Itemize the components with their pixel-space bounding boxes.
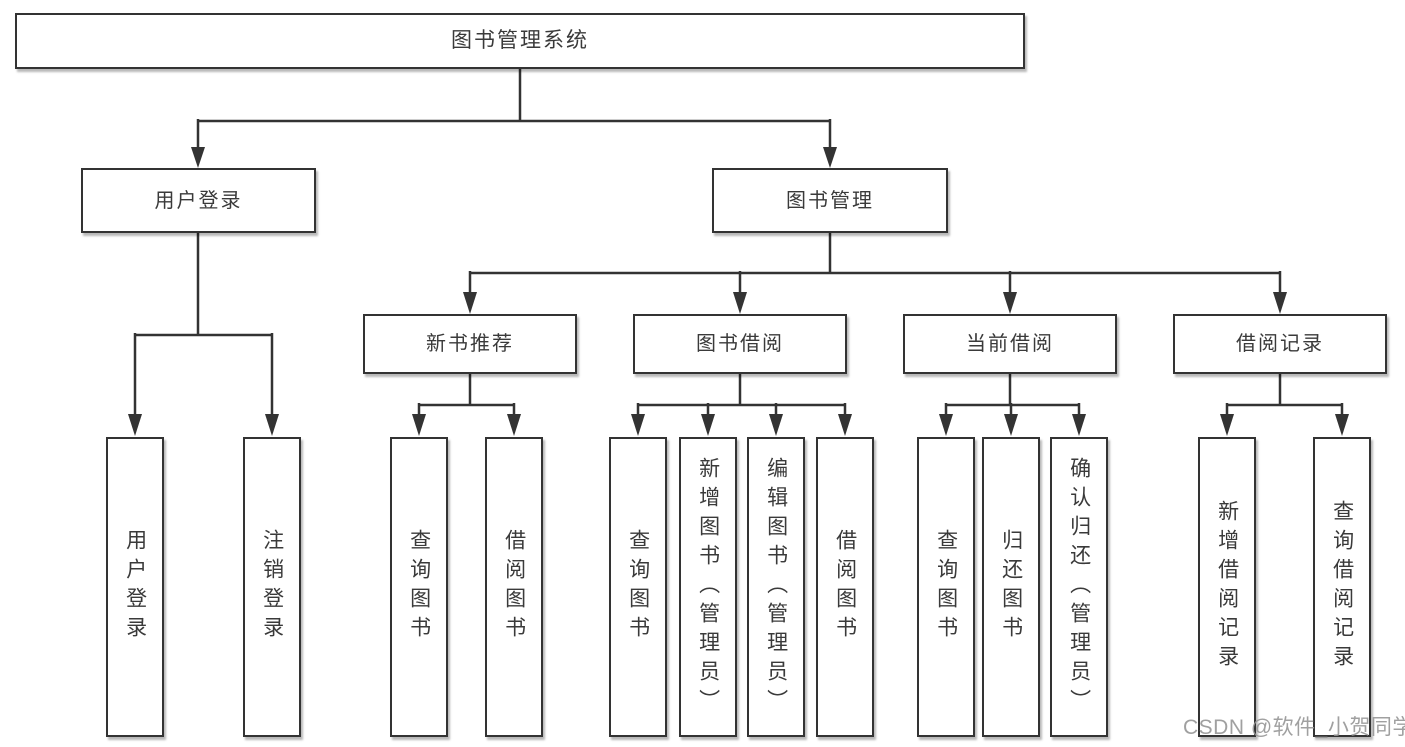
connector-line [1225, 374, 1344, 417]
connector-current-borrowing-to-leaves [939, 374, 1086, 436]
arrowhead-cb-confirm [1072, 414, 1086, 436]
connector-book-management-to-level3 [463, 233, 1287, 314]
arrowhead-book-management [823, 147, 837, 168]
leaf-br-add-borrow-record: 新增借阅记录 [1198, 437, 1256, 737]
leaf-nbr-borrow-books: 借阅图书 [485, 437, 543, 737]
connector-line [468, 233, 1282, 295]
connector-line [196, 69, 832, 149]
connector-line [636, 374, 847, 417]
node-new-book-recommend: 新书推荐 [363, 314, 577, 374]
connector-book-borrowing-to-leaves [631, 374, 852, 436]
leaf-bb-borrow-books: 借阅图书 [816, 437, 874, 737]
leaf-bb-edit-books-admin: 编辑图书（管理员） [747, 437, 805, 737]
arrowhead-cb-query [939, 414, 953, 436]
node-borrow-records: 借阅记录 [1173, 314, 1387, 374]
leaf-nbr-query-books: 查询图书 [390, 437, 448, 737]
arrowhead-nbr-query [412, 414, 426, 436]
arrowhead-new-book-recommend [463, 292, 477, 314]
leaf-cb-confirm-return-admin: 确认归还（管理员） [1050, 437, 1108, 737]
arrowhead-nbr-borrow [507, 414, 521, 436]
arrowhead-br-query [1335, 414, 1349, 436]
node-current-borrowing: 当前借阅 [903, 314, 1117, 374]
node-book-borrowing: 图书借阅 [633, 314, 847, 374]
leaf-bb-query-books: 查询图书 [609, 437, 667, 737]
arrowhead-leaf-user-login [128, 414, 142, 436]
connector-line [944, 374, 1081, 417]
arrowhead-bb-borrow [838, 414, 852, 436]
connector-line [133, 233, 274, 417]
node-user-login: 用户登录 [81, 168, 316, 233]
connector-borrow-records-to-leaves [1220, 374, 1349, 436]
arrowhead-book-borrowing [733, 292, 747, 314]
connector-line [417, 374, 516, 417]
connector-root-to-level2 [191, 69, 837, 168]
csdn-watermark: CSDN @软件_小贺同学 [1183, 716, 1405, 739]
node-root-library-management-system: 图书管理系统 [15, 13, 1025, 69]
arrowhead-br-add [1220, 414, 1234, 436]
node-book-management: 图书管理 [712, 168, 948, 233]
leaf-logout-login: 注销登录 [243, 437, 301, 737]
leaf-cb-return-books: 归还图书 [982, 437, 1040, 737]
leaf-user-login: 用户登录 [106, 437, 164, 737]
arrowhead-user-login [191, 147, 205, 168]
arrowhead-cb-return [1004, 414, 1018, 436]
connector-new-book-recommend-to-leaves [412, 374, 521, 436]
arrowhead-leaf-logout [265, 414, 279, 436]
arrowhead-bb-edit [769, 414, 783, 436]
arrowhead-borrow-records [1273, 292, 1287, 314]
arrowhead-current-borrowing [1003, 292, 1017, 314]
leaf-cb-query-books: 查询图书 [917, 437, 975, 737]
leaf-bb-add-books-admin: 新增图书（管理员） [679, 437, 737, 737]
connector-user-login-to-leaves [128, 233, 279, 436]
leaf-br-query-borrow-record: 查询借阅记录 [1313, 437, 1371, 737]
arrowhead-bb-query [631, 414, 645, 436]
arrowhead-bb-add [701, 414, 715, 436]
